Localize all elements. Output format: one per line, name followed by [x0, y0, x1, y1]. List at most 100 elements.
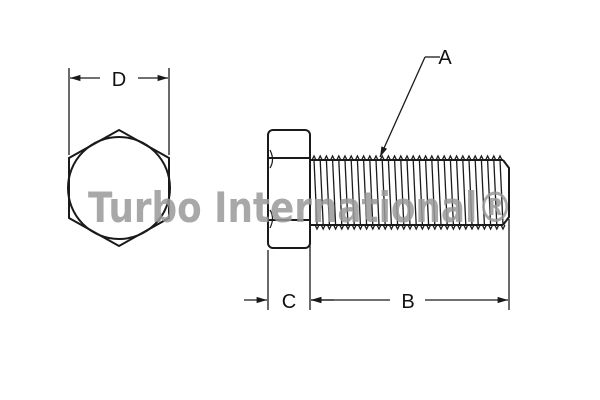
- leader-a-arrow: [379, 56, 426, 158]
- thread-crest: [333, 224, 339, 231]
- thread-crest: [488, 224, 494, 231]
- watermark-text: Turbo International®: [88, 183, 513, 232]
- thread-line: [499, 159, 504, 226]
- thread-crest: [497, 154, 503, 161]
- thread-line: [486, 159, 492, 226]
- thread-crest: [429, 154, 435, 161]
- bolt-head: [267, 129, 311, 249]
- thread-line: [468, 159, 473, 226]
- thread-line: [455, 159, 461, 226]
- thread-line: [443, 159, 448, 226]
- thread-line: [418, 159, 424, 226]
- thread-line: [350, 159, 355, 226]
- thread-crest: [416, 154, 422, 161]
- thread-line: [375, 159, 380, 226]
- thread-crest: [367, 154, 373, 161]
- thread-line: [362, 159, 368, 226]
- shank-chamfered-end: [502, 159, 510, 226]
- thread-crest: [398, 154, 404, 161]
- thread-crest: [447, 154, 453, 161]
- thread-crest: [376, 224, 382, 231]
- thread-line: [381, 159, 386, 226]
- thread-crest: [494, 224, 500, 231]
- thread-crest: [463, 224, 469, 231]
- thread-crest: [491, 154, 497, 161]
- thread-line: [412, 159, 417, 226]
- thread-line: [344, 159, 349, 226]
- thread-line: [406, 159, 411, 226]
- thread-line: [480, 159, 486, 226]
- thread-line: [449, 159, 455, 226]
- thread-crest: [357, 224, 363, 231]
- leader-a: [379, 56, 440, 158]
- thread-crest: [500, 224, 506, 231]
- thread-crest: [478, 154, 484, 161]
- thread-crest: [361, 154, 367, 161]
- thread-crest: [435, 154, 441, 161]
- thread-crest: [432, 224, 438, 231]
- head-chamfer-lower: [269, 209, 274, 229]
- thread-crest: [392, 154, 398, 161]
- thread-line: [338, 159, 343, 226]
- hex-head-end-view: [67, 128, 171, 248]
- thread-crest: [485, 154, 491, 161]
- thread-line: [400, 159, 405, 226]
- thread-crest: [404, 154, 410, 161]
- label-c: C: [282, 291, 296, 313]
- thread-crest: [330, 154, 336, 161]
- thread-line: [319, 159, 324, 226]
- thread-crest: [317, 154, 323, 161]
- label-a: A: [438, 47, 452, 69]
- thread-line: [387, 159, 393, 226]
- thread-crest: [354, 154, 360, 161]
- thread-crest: [388, 224, 394, 231]
- thread-crest: [395, 224, 401, 231]
- thread-crest: [345, 224, 351, 231]
- thread-crest: [351, 224, 357, 231]
- thread-crest: [423, 154, 429, 161]
- thread-line: [437, 159, 442, 226]
- thread-crest: [336, 154, 342, 161]
- thread-crest: [311, 154, 317, 161]
- thread-crest: [401, 224, 407, 231]
- hex-chamfer-circle: [67, 136, 171, 240]
- thread-crest: [441, 154, 447, 161]
- thread-crest: [419, 224, 425, 231]
- thread-crest: [469, 224, 475, 231]
- thread-crest: [373, 154, 379, 161]
- thread-crest: [450, 224, 456, 231]
- thread-crest: [413, 224, 419, 231]
- thread-crest: [385, 154, 391, 161]
- head-chamfer-upper: [269, 149, 274, 169]
- thread-crest: [460, 154, 466, 161]
- thread-crest: [382, 224, 388, 231]
- thread-crest: [481, 224, 487, 231]
- thread-crest: [466, 154, 472, 161]
- thread-crest: [339, 224, 345, 231]
- dimension-c-b: [244, 219, 510, 310]
- thread-line: [393, 159, 399, 226]
- thread-crest: [320, 224, 326, 231]
- thread-line: [369, 159, 374, 226]
- label-d: D: [112, 69, 126, 91]
- label-b: B: [401, 291, 414, 313]
- thread-crest: [457, 224, 463, 231]
- thread-crest: [410, 154, 416, 161]
- thread-line: [462, 159, 467, 226]
- thread-crest: [348, 154, 354, 161]
- bolt-threads: [311, 154, 506, 231]
- thread-line: [431, 159, 436, 226]
- thread-crest: [444, 224, 450, 231]
- thread-line: [493, 159, 498, 226]
- thread-crest: [326, 224, 332, 231]
- thread-crest: [314, 224, 320, 231]
- dimension-d: [68, 68, 170, 155]
- thread-crest: [472, 154, 478, 161]
- thread-crest: [364, 224, 370, 231]
- thread-line: [424, 159, 430, 226]
- thread-crest: [342, 154, 348, 161]
- thread-crest: [407, 224, 413, 231]
- thread-line: [356, 159, 362, 226]
- thread-line: [313, 159, 318, 226]
